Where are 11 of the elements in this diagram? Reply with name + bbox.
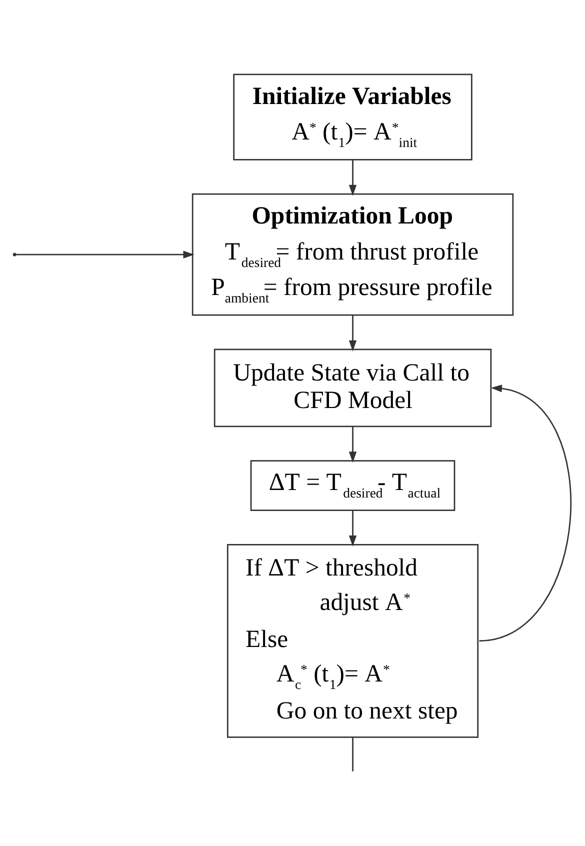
node-box: Update State via Call to CFD Model xyxy=(214,348,492,427)
arrow xyxy=(348,426,357,462)
node-box: ΔT = T$_{desired}$- T$_{actual}$ xyxy=(250,460,456,510)
arrow xyxy=(348,510,357,546)
node-box: If ΔT > threshold adjust A$^{*}$ Else A$_{c}$$^{*}$ (t$_{1}$)= A$^{*}$ Go on to next step xyxy=(226,543,479,738)
node-box: Optimization Loop T$_{desired}$= from thrust profile P$_{ambient}$= from pressure profile xyxy=(192,192,514,316)
arrow xyxy=(479,384,572,642)
connector xyxy=(352,737,354,771)
arrow xyxy=(16,250,194,258)
arrow xyxy=(348,160,357,196)
arrow xyxy=(348,314,357,351)
